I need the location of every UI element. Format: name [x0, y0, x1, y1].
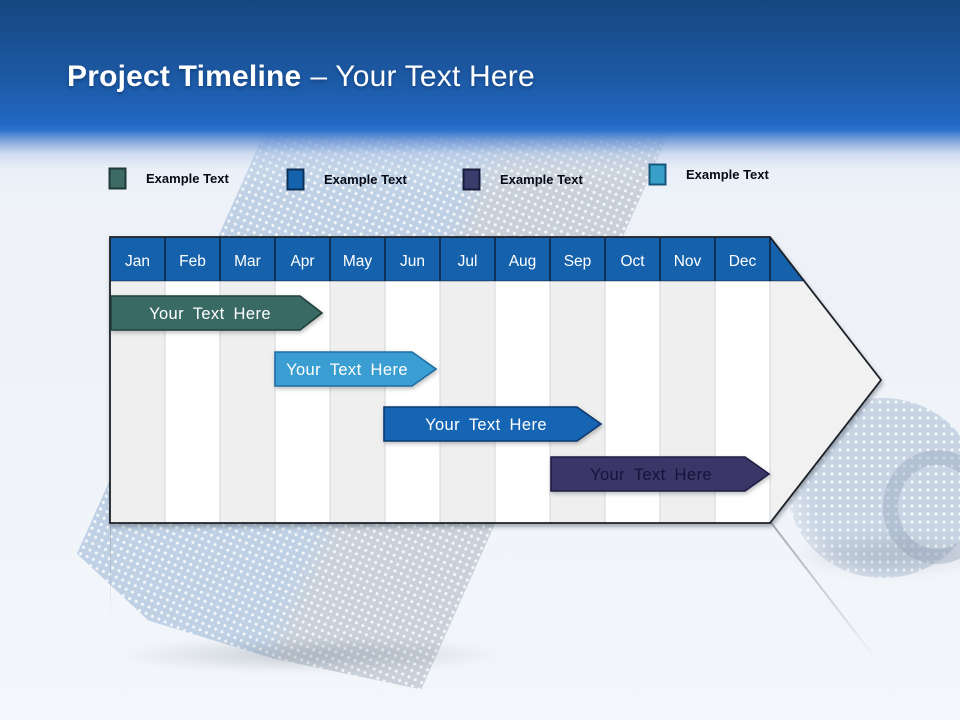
month-label-oct[interactable]: Oct [620, 253, 645, 270]
task-bar-4-label: Your Text Here [590, 466, 712, 484]
column-jun [385, 281, 440, 523]
month-label-jun[interactable]: Jun [400, 253, 425, 270]
month-label-nov[interactable]: Nov [674, 253, 702, 270]
task-bar-4[interactable]: Your Text Here [550, 456, 771, 492]
tie-tip-shadow [115, 638, 505, 672]
legend-label: Example Text [324, 172, 407, 187]
legend-item-2[interactable]: Example Text [286, 168, 407, 191]
month-label-sep[interactable]: Sep [564, 253, 592, 270]
column-jul [440, 281, 495, 523]
task-bar-2[interactable]: Your Text Here [274, 351, 438, 387]
legend-label: Example Text [686, 167, 769, 182]
title-subtitle-text: – Your Text Here [310, 60, 535, 93]
arrow-outline [109, 236, 883, 524]
header-band [0, 0, 960, 195]
month-label-apr[interactable]: Apr [290, 253, 314, 270]
legend-label: Example Text [146, 171, 229, 186]
title-bold-text: Project Timeline [67, 60, 302, 93]
legend-swatch-icon [648, 163, 667, 186]
month-header-strip [110, 237, 805, 281]
legend-swatch-icon [286, 168, 305, 191]
month-label-may[interactable]: May [343, 253, 373, 270]
legend-item-1[interactable]: Example Text [108, 167, 229, 190]
slide-title[interactable]: Project Timeline– Your Text Here [67, 60, 535, 94]
month-label-mar[interactable]: Mar [234, 253, 261, 270]
month-label-jan[interactable]: Jan [125, 253, 150, 270]
task-bar-1-label: Your Text Here [149, 305, 271, 323]
tie-roll-shadow [795, 532, 960, 576]
legend: Example Text Example Text Example Text E… [0, 0, 960, 220]
month-label-dec[interactable]: Dec [729, 253, 757, 270]
month-label-aug[interactable]: Aug [509, 253, 537, 270]
legend-swatch-icon [462, 168, 481, 191]
legend-swatch-icon [108, 167, 127, 190]
legend-label: Example Text [500, 172, 583, 187]
column-may [330, 281, 385, 523]
legend-item-3[interactable]: Example Text [462, 168, 583, 191]
column-aug [495, 281, 550, 523]
task-bar-2-label: Your Text Here [286, 361, 408, 379]
left-shadow-line [109, 524, 111, 619]
month-label-feb[interactable]: Feb [179, 253, 206, 270]
legend-item-4[interactable]: Example Text [648, 163, 769, 186]
task-bar-3-label: Your Text Here [425, 416, 547, 434]
month-label-jul[interactable]: Jul [458, 253, 478, 270]
task-bar-3[interactable]: Your Text Here [383, 406, 603, 442]
task-bar-1[interactable]: Your Text Here [110, 295, 324, 331]
